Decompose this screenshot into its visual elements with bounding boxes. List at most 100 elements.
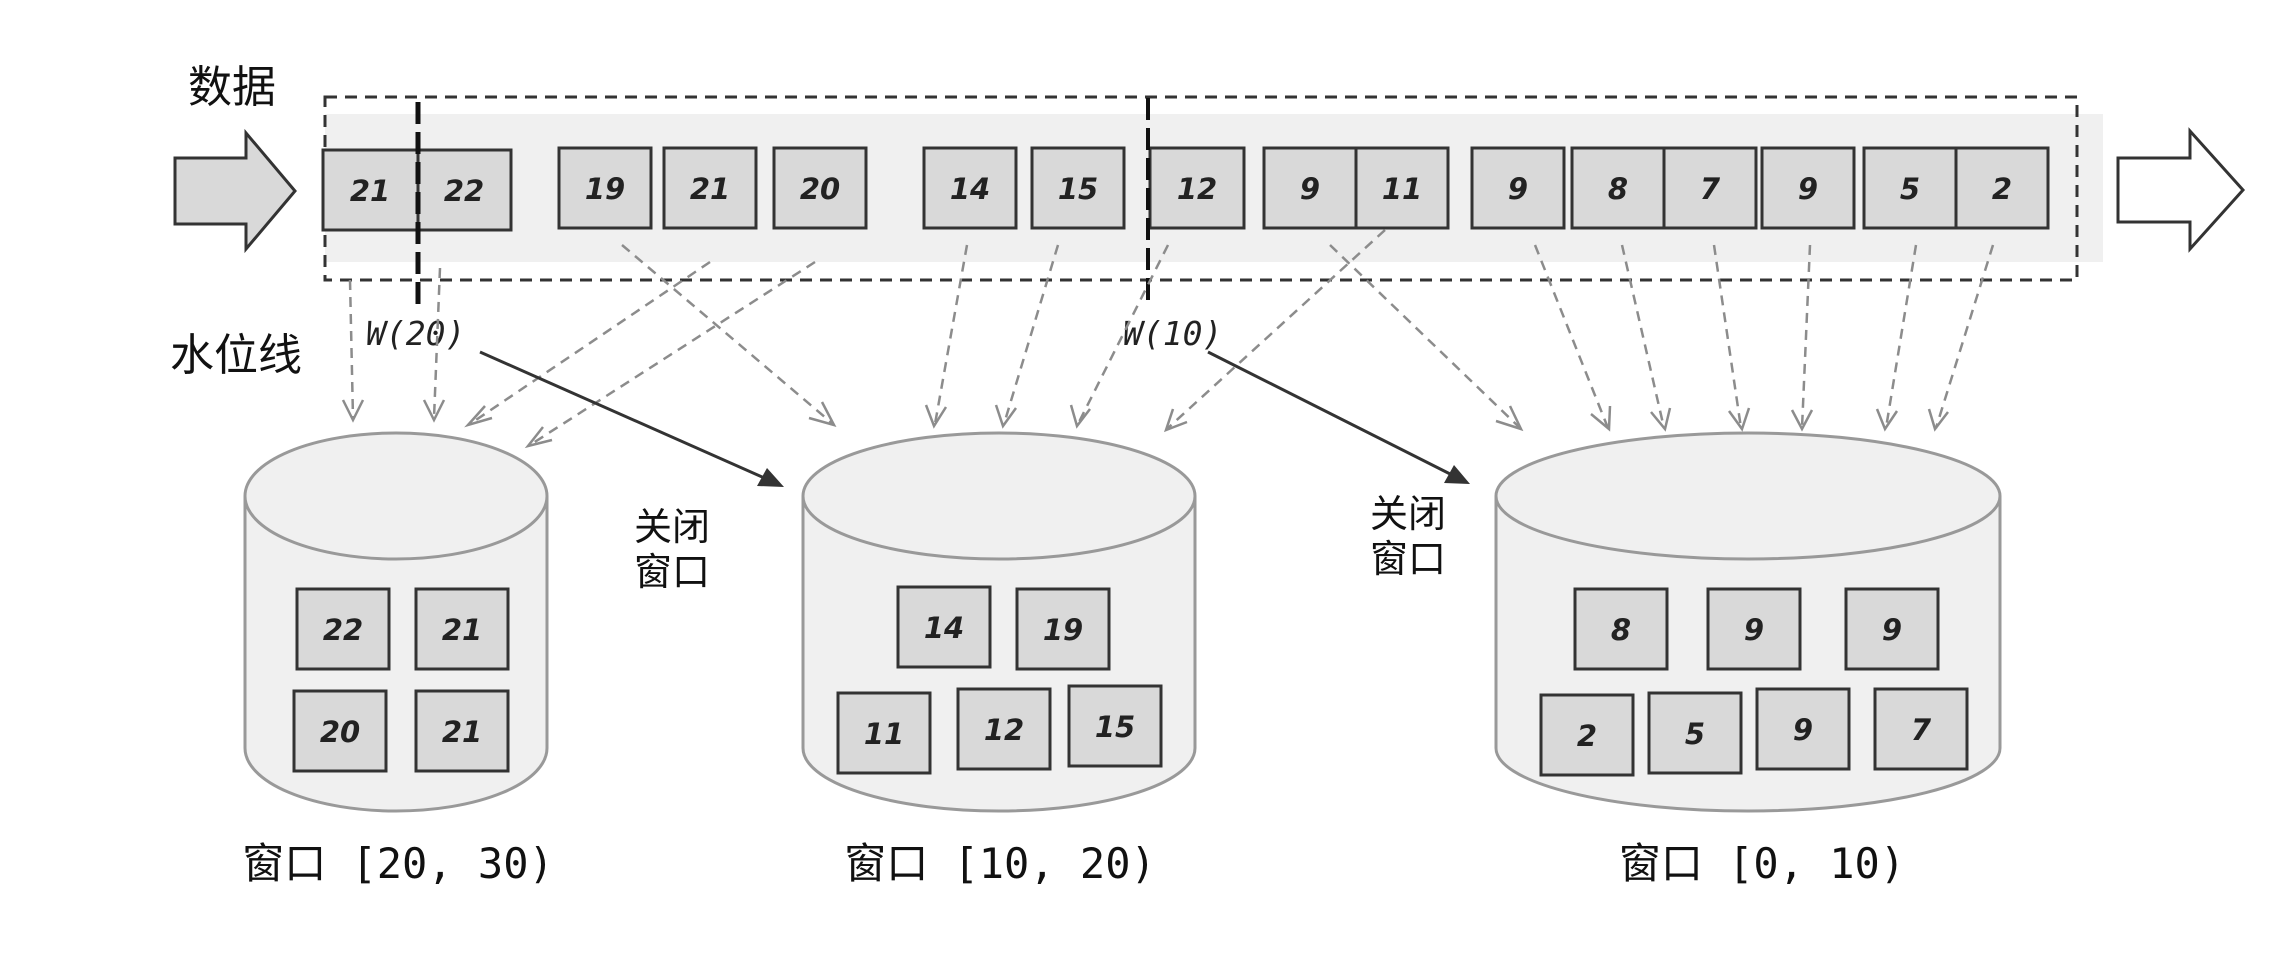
arrow xyxy=(1800,244,1812,429)
window-item: 2 xyxy=(1539,693,1635,777)
arrow-head-icon xyxy=(924,404,948,429)
arrow-head-icon xyxy=(994,404,1018,429)
window-item: 20 xyxy=(292,689,388,773)
svg-text:22: 22 xyxy=(444,174,484,208)
stream-event: 21 xyxy=(662,146,758,230)
stream-event: 15 xyxy=(1030,146,1126,230)
svg-text:5: 5 xyxy=(1685,717,1705,751)
arrow xyxy=(621,244,834,425)
window-bucket-10-20: 14 19 11 12 15 xyxy=(801,431,1197,813)
close-window-arrow xyxy=(479,350,779,486)
window-item: 22 xyxy=(295,587,391,671)
svg-text:12: 12 xyxy=(1177,172,1217,206)
arrow xyxy=(933,244,969,425)
stream-event: 11 xyxy=(1354,146,1450,230)
window-item: 14 xyxy=(896,585,992,669)
arrow xyxy=(348,279,355,419)
svg-text:2: 2 xyxy=(1577,719,1597,753)
svg-text:19: 19 xyxy=(1043,613,1083,647)
arrow xyxy=(469,260,711,426)
window-item: 12 xyxy=(956,687,1052,771)
close-window-label-2: 关闭 窗口 xyxy=(1370,492,1458,581)
svg-text:11: 11 xyxy=(1382,172,1422,206)
window-title-0-10: 窗口 [0, 10) xyxy=(1619,839,1905,888)
stream-event: 5 xyxy=(1862,146,1958,230)
window-item: 7 xyxy=(1873,687,1969,771)
svg-text:7: 7 xyxy=(1700,172,1721,206)
arrow xyxy=(1167,229,1386,429)
svg-text:14: 14 xyxy=(924,611,964,645)
svg-text:8: 8 xyxy=(1611,613,1631,647)
stream-event: 9 xyxy=(1262,146,1358,230)
window-item: 9 xyxy=(1706,587,1802,671)
watermark-label-20: W(20) xyxy=(366,314,465,353)
watermark-line-label: 水位线 xyxy=(170,330,302,381)
window-bucket-20-30: 22 21 20 21 xyxy=(243,431,549,813)
arrow xyxy=(1620,244,1666,429)
arrow-head-icon xyxy=(341,399,365,423)
svg-text:20: 20 xyxy=(800,172,840,206)
svg-text:15: 15 xyxy=(1058,172,1098,206)
arrow-head-icon xyxy=(524,426,553,449)
arrow xyxy=(1533,244,1610,429)
svg-text:14: 14 xyxy=(950,172,990,206)
close-window-arrow-head-icon xyxy=(757,468,784,487)
arrow-head-icon xyxy=(1650,407,1672,432)
arrow-head-icon xyxy=(808,401,837,427)
arrow xyxy=(529,260,816,447)
svg-text:21: 21 xyxy=(442,715,482,749)
arrow-head-icon xyxy=(464,405,493,428)
stream-output-arrow-icon xyxy=(2116,127,2246,253)
stream-event: 7 xyxy=(1662,146,1758,230)
svg-text:22: 22 xyxy=(323,613,363,647)
arrow-head-icon xyxy=(1590,405,1612,432)
window-item: 21 xyxy=(414,689,510,773)
arrow-head-icon xyxy=(1163,408,1188,433)
stream-frame xyxy=(323,95,2079,282)
stream-event: 9 xyxy=(1470,146,1566,230)
watermark-label-10: W(10) xyxy=(1123,314,1222,353)
window-item: 9 xyxy=(1755,687,1851,771)
stream-event: 22 xyxy=(416,148,513,232)
window-title-20-30: 窗口 [20, 30) xyxy=(242,839,554,888)
window-item: 8 xyxy=(1573,587,1669,671)
window-item: 11 xyxy=(836,691,932,775)
window-item: 21 xyxy=(414,587,510,671)
arrow-head-icon xyxy=(1495,405,1524,432)
stream-events: 21 22 19 21 20 14 15 12 xyxy=(321,146,2050,232)
svg-text:9: 9 xyxy=(1793,713,1813,747)
window-item: 15 xyxy=(1067,684,1163,768)
svg-text:8: 8 xyxy=(1608,172,1628,206)
stream-event: 19 xyxy=(557,146,653,230)
close-window-arrow-head-icon xyxy=(1444,465,1470,484)
stream-event: 21 xyxy=(321,148,420,232)
svg-text:21: 21 xyxy=(350,174,390,208)
arrow-head-icon xyxy=(1727,407,1751,432)
arrow-head-icon xyxy=(1875,408,1899,432)
svg-text:9: 9 xyxy=(1882,613,1902,647)
svg-text:2: 2 xyxy=(1992,172,2012,206)
stream-event: 2 xyxy=(1954,146,2050,230)
svg-text:21: 21 xyxy=(690,172,730,206)
window-title-10-20: 窗口 [10, 20) xyxy=(844,839,1156,888)
stream-event: 8 xyxy=(1570,146,1666,230)
arrow-head-icon xyxy=(422,399,446,423)
close-window-arrow xyxy=(1207,350,1465,483)
arrow xyxy=(1002,244,1060,425)
svg-text:7: 7 xyxy=(1911,713,1932,747)
stream-event: 14 xyxy=(922,146,1018,230)
svg-text:9: 9 xyxy=(1508,172,1528,206)
svg-text:5: 5 xyxy=(1900,172,1920,206)
svg-text:9: 9 xyxy=(1798,172,1818,206)
svg-text:9: 9 xyxy=(1300,172,1320,206)
window-bucket-0-10: 8 9 9 2 5 9 7 xyxy=(1494,431,2002,813)
arrow xyxy=(432,267,442,419)
arrow xyxy=(1934,244,1995,429)
svg-text:15: 15 xyxy=(1095,710,1135,744)
arrow-head-icon xyxy=(1069,404,1091,429)
svg-text:9: 9 xyxy=(1744,613,1764,647)
svg-text:20: 20 xyxy=(320,715,360,749)
arrow-head-icon xyxy=(1927,408,1949,432)
window-item: 5 xyxy=(1647,691,1743,775)
